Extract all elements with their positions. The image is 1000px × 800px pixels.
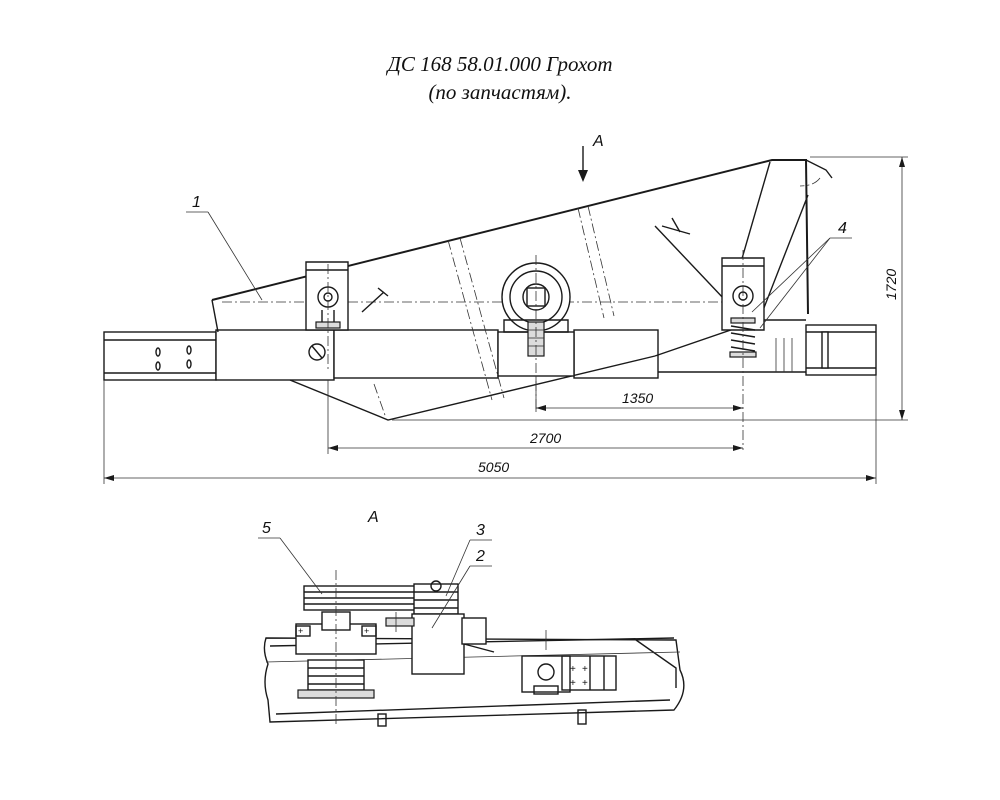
screen-side-view: А 1 4 1720 1350 [103, 133, 908, 484]
callout-1: 1 [186, 194, 263, 301]
dimension-1720: 1720 [392, 156, 908, 421]
vibrator-unit [497, 255, 575, 412]
drawing-title-line-1: ДС 168 58.01.000 Грохот [387, 52, 613, 76]
svg-text:5050: 5050 [478, 459, 509, 475]
left-spring-support [305, 261, 349, 372]
end-brackets: + + [295, 625, 377, 637]
drive-pulley-left [295, 570, 425, 724]
svg-text:3: 3 [476, 522, 485, 539]
view-arrow-label: А [592, 133, 604, 150]
svg-text:+: + [570, 664, 576, 675]
svg-text:5: 5 [262, 520, 271, 537]
belt-drive [413, 580, 459, 615]
svg-text:1720: 1720 [883, 269, 899, 300]
base-frame [103, 319, 877, 381]
dimension-2700: 2700 [327, 380, 743, 454]
right-spring-support [721, 250, 765, 450]
drawing-title-line-2: (по запчастям). [428, 80, 572, 104]
svg-text:1: 1 [192, 194, 201, 211]
callout-3: 3 [445, 522, 492, 597]
section-view-a: А [258, 509, 685, 727]
view-arrow-a: А [578, 133, 604, 182]
callout-2: 2 [431, 548, 492, 629]
svg-text:+: + [364, 626, 369, 636]
callout-4: 4 [751, 220, 852, 329]
screen-box [211, 159, 833, 421]
svg-text:+: + [570, 678, 576, 689]
callout-5: 5 [258, 520, 323, 595]
dimension-5050: 5050 [103, 375, 877, 484]
section-label: А [367, 509, 379, 526]
svg-text:+: + [582, 664, 588, 675]
svg-text:+: + [582, 678, 588, 689]
svg-text:+: + [298, 626, 303, 636]
svg-text:2: 2 [475, 548, 485, 565]
bearing-block: + + + + [521, 630, 617, 695]
dimension-1350: 1350 [535, 378, 743, 412]
svg-text:4: 4 [838, 220, 847, 237]
svg-text:1350: 1350 [622, 390, 653, 406]
svg-text:2700: 2700 [529, 430, 561, 446]
electric-motor [385, 612, 495, 675]
